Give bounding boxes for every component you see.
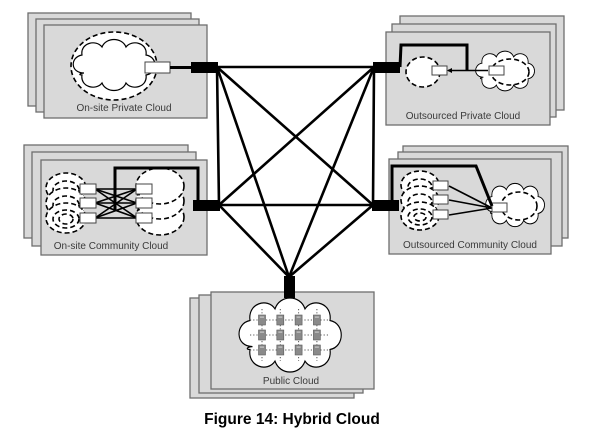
connectors: [191, 62, 400, 298]
port: [79, 183, 97, 195]
node-onsite-private-cloud: On-site Private Cloud: [27, 12, 208, 119]
connector-outsourced-community: [372, 200, 399, 211]
server-icon: [294, 314, 303, 326]
link-outsourced-private-to-onsite-community: [217, 65, 376, 207]
server-grid: [250, 309, 329, 361]
port: [144, 61, 171, 74]
node-outsourced-private-cloud: Outsourced Private Cloud: [385, 15, 565, 126]
port: [432, 194, 449, 205]
server-icon: [258, 344, 266, 356]
server-icon: [312, 344, 321, 356]
server-icon: [294, 329, 303, 341]
node-label: On-site Private Cloud: [76, 103, 171, 114]
port: [135, 183, 153, 195]
link-onsite-community-to-public: [217, 203, 291, 279]
node-label: Public Cloud: [263, 376, 319, 387]
node-public-cloud: Public Cloud: [189, 291, 375, 399]
port: [135, 212, 153, 224]
node-label: Outsourced Community Cloud: [403, 240, 537, 251]
server-icon: [258, 329, 266, 341]
server-icon: [312, 314, 321, 326]
link-onsite-private-to-public: [215, 65, 291, 279]
server-icon: [276, 329, 285, 341]
cloud-icon: [72, 38, 156, 92]
port: [79, 197, 97, 209]
figure-caption: Figure 14: Hybrid Cloud: [204, 411, 380, 428]
interconnect-links: [215, 65, 376, 279]
port: [432, 209, 449, 220]
port: [491, 202, 508, 213]
server-icon: [258, 314, 266, 326]
port: [431, 65, 448, 76]
link-outsourced-private-to-public: [287, 65, 376, 279]
connector-onsite-community: [193, 200, 220, 211]
server-icon: [276, 344, 285, 356]
link-onsite-private-to-onsite-community: [215, 65, 221, 207]
server-icon: [294, 344, 303, 356]
node-onsite-community-cloud: On-site Community Cloud: [23, 144, 208, 256]
port: [432, 180, 449, 191]
node-label: Outsourced Private Cloud: [406, 111, 521, 122]
link-outsourced-community-to-public: [287, 203, 375, 279]
port: [488, 65, 505, 76]
link-outsourced-private-to-outsourced-community: [371, 65, 376, 207]
connector-onsite-private: [191, 62, 218, 73]
connector-outsourced-private: [373, 62, 400, 73]
node-outsourced-community-cloud: Outsourced Community Cloud: [388, 145, 569, 255]
member-boundaries-left: [45, 172, 87, 234]
server-icon: [276, 314, 285, 326]
server-icon: [312, 329, 321, 341]
member-boundaries: [400, 170, 440, 231]
node-label: On-site Community Cloud: [54, 241, 168, 252]
port: [135, 197, 153, 209]
port: [79, 212, 97, 224]
connector-public: [284, 276, 295, 298]
